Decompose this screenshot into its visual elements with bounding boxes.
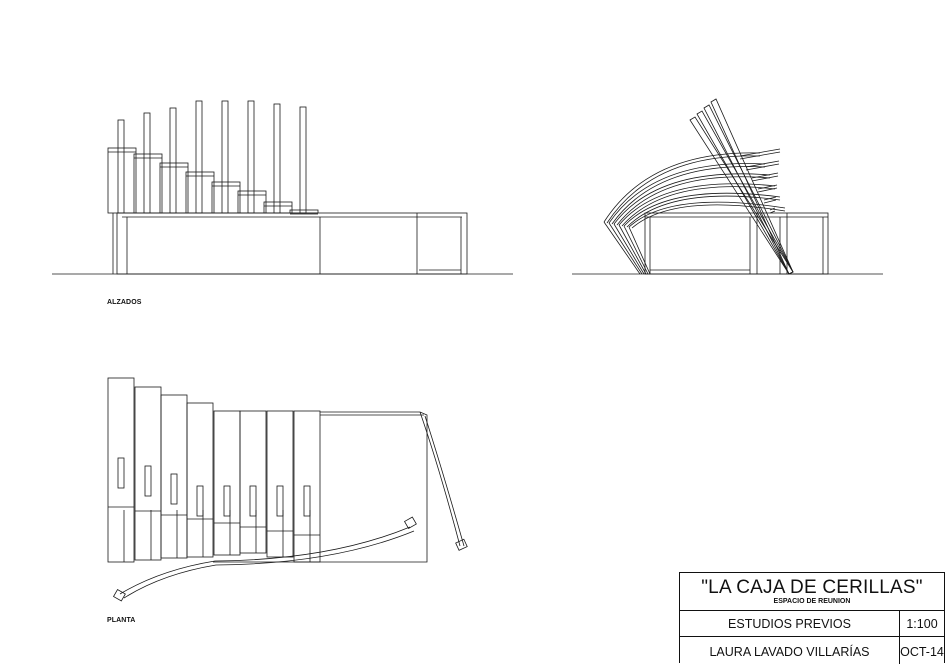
curved-wall-bottom: [119, 526, 411, 595]
plan-slab: [107, 377, 135, 563]
author-text: LAURA LAVADO VILLARÍAS: [680, 637, 900, 664]
side-box: [644, 212, 829, 275]
plan-slab: [213, 410, 241, 556]
elevation-columns: [107, 100, 319, 215]
side-elevation: [572, 98, 883, 275]
phase-row: ESTUDIOS PREVIOS 1:100: [680, 611, 944, 637]
title-block: "LA CAJA DE CERILLAS" ESPACIO DE REUNION…: [679, 572, 945, 664]
plan-slab: [293, 410, 321, 563]
plan-slab: [134, 386, 162, 561]
plan-slab: [186, 402, 214, 558]
column: [195, 100, 203, 214]
floor-plan: [107, 377, 468, 602]
beam: [689, 116, 794, 275]
column-slab: [237, 190, 267, 214]
plan-column: [223, 485, 231, 517]
plan-column: [117, 457, 125, 489]
column: [299, 106, 307, 214]
column: [169, 107, 177, 214]
column-slab: [211, 181, 241, 214]
curved-wall-right: [419, 411, 461, 547]
enclosure: [213, 411, 428, 563]
beam: [710, 98, 794, 275]
base-box: [116, 212, 468, 275]
front-elevation: [52, 100, 513, 275]
column-slab: [263, 201, 293, 214]
plan-column: [170, 473, 178, 505]
column: [143, 112, 151, 214]
column: [117, 119, 125, 214]
plan-slab: [239, 410, 267, 554]
column-slab: [289, 209, 319, 214]
date-text: OCT-14: [900, 645, 944, 659]
plan-slabs: [107, 377, 321, 563]
column-slab: [185, 171, 215, 214]
author-row: LAURA LAVADO VILLARÍAS OCT-14: [680, 637, 944, 664]
column-slab: [159, 162, 189, 214]
rib-ends: [739, 148, 781, 214]
plan-slab: [266, 410, 294, 558]
rib: [603, 152, 761, 223]
column: [273, 103, 281, 214]
plan-column: [276, 485, 284, 517]
plan-column: [249, 485, 257, 517]
title-row: "LA CAJA DE CERILLAS" ESPACIO DE REUNION: [680, 573, 944, 611]
column: [221, 100, 229, 214]
column-slab: [133, 153, 163, 214]
project-title: "LA CAJA DE CERILLAS": [701, 577, 923, 598]
plan-column: [196, 485, 204, 517]
rib: [608, 163, 766, 224]
diagonal-beams: [689, 98, 794, 275]
scale-text: 1:100: [906, 617, 938, 631]
plan-slab: [160, 394, 188, 559]
plan-column: [303, 485, 311, 517]
project-subtitle: ESPACIO DE REUNION: [773, 598, 851, 605]
rib: [613, 173, 771, 225]
column: [247, 100, 255, 214]
elevations-label: ALZADOS: [107, 299, 142, 306]
plan-column: [144, 465, 152, 497]
plan-label: PLANTA: [107, 617, 136, 624]
rib: [628, 201, 786, 228]
column-slab: [107, 147, 137, 214]
phase-text: ESTUDIOS PREVIOS: [680, 611, 900, 636]
